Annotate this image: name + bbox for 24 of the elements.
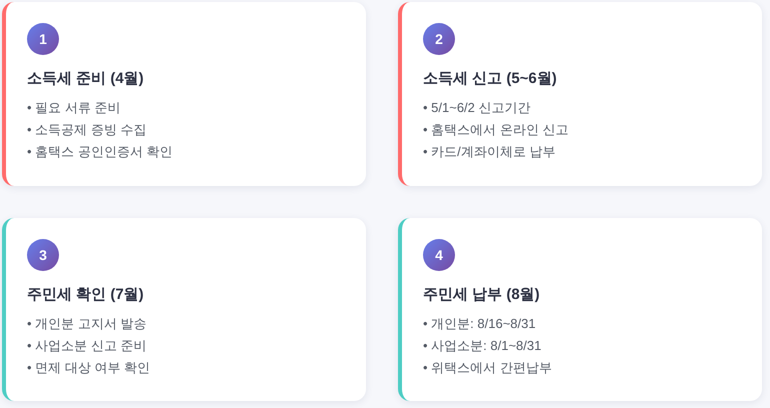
list-item: • 면제 대상 여부 확인 [27, 359, 150, 377]
step-number-circle: 2 [423, 23, 455, 55]
step-title: 소득세 준비 (4월) [27, 69, 144, 89]
list-item: • 개인분 고지서 발송 [27, 315, 146, 333]
list-item: • 개인분: 8/16~8/31 [423, 315, 536, 333]
step-card [398, 2, 762, 186]
step-title: 주민세 확인 (7월) [27, 285, 144, 305]
list-item: • 필요 서류 준비 [27, 99, 120, 117]
step-card [398, 218, 762, 401]
list-item: • 홈택스에서 온라인 신고 [423, 121, 568, 139]
list-item: • 위택스에서 간편납부 [423, 359, 552, 377]
step-title: 소득세 신고 (5~6월) [423, 69, 557, 89]
step-title: 주민세 납부 (8월) [423, 285, 540, 305]
list-item: • 홈택스 공인인증서 확인 [27, 143, 172, 161]
step-number-circle: 4 [423, 239, 455, 271]
step-number-circle: 3 [27, 239, 59, 271]
list-item: • 사업소분: 8/1~8/31 [423, 337, 542, 355]
step-card [2, 218, 366, 401]
step-card [2, 2, 366, 186]
list-item: • 5/1~6/2 신고기간 [423, 99, 531, 117]
list-item: • 사업소분 신고 준비 [27, 337, 146, 355]
list-item: • 소득공제 증빙 수집 [27, 121, 146, 139]
list-item: • 카드/계좌이체로 납부 [423, 143, 556, 161]
step-number-circle: 1 [27, 23, 59, 55]
